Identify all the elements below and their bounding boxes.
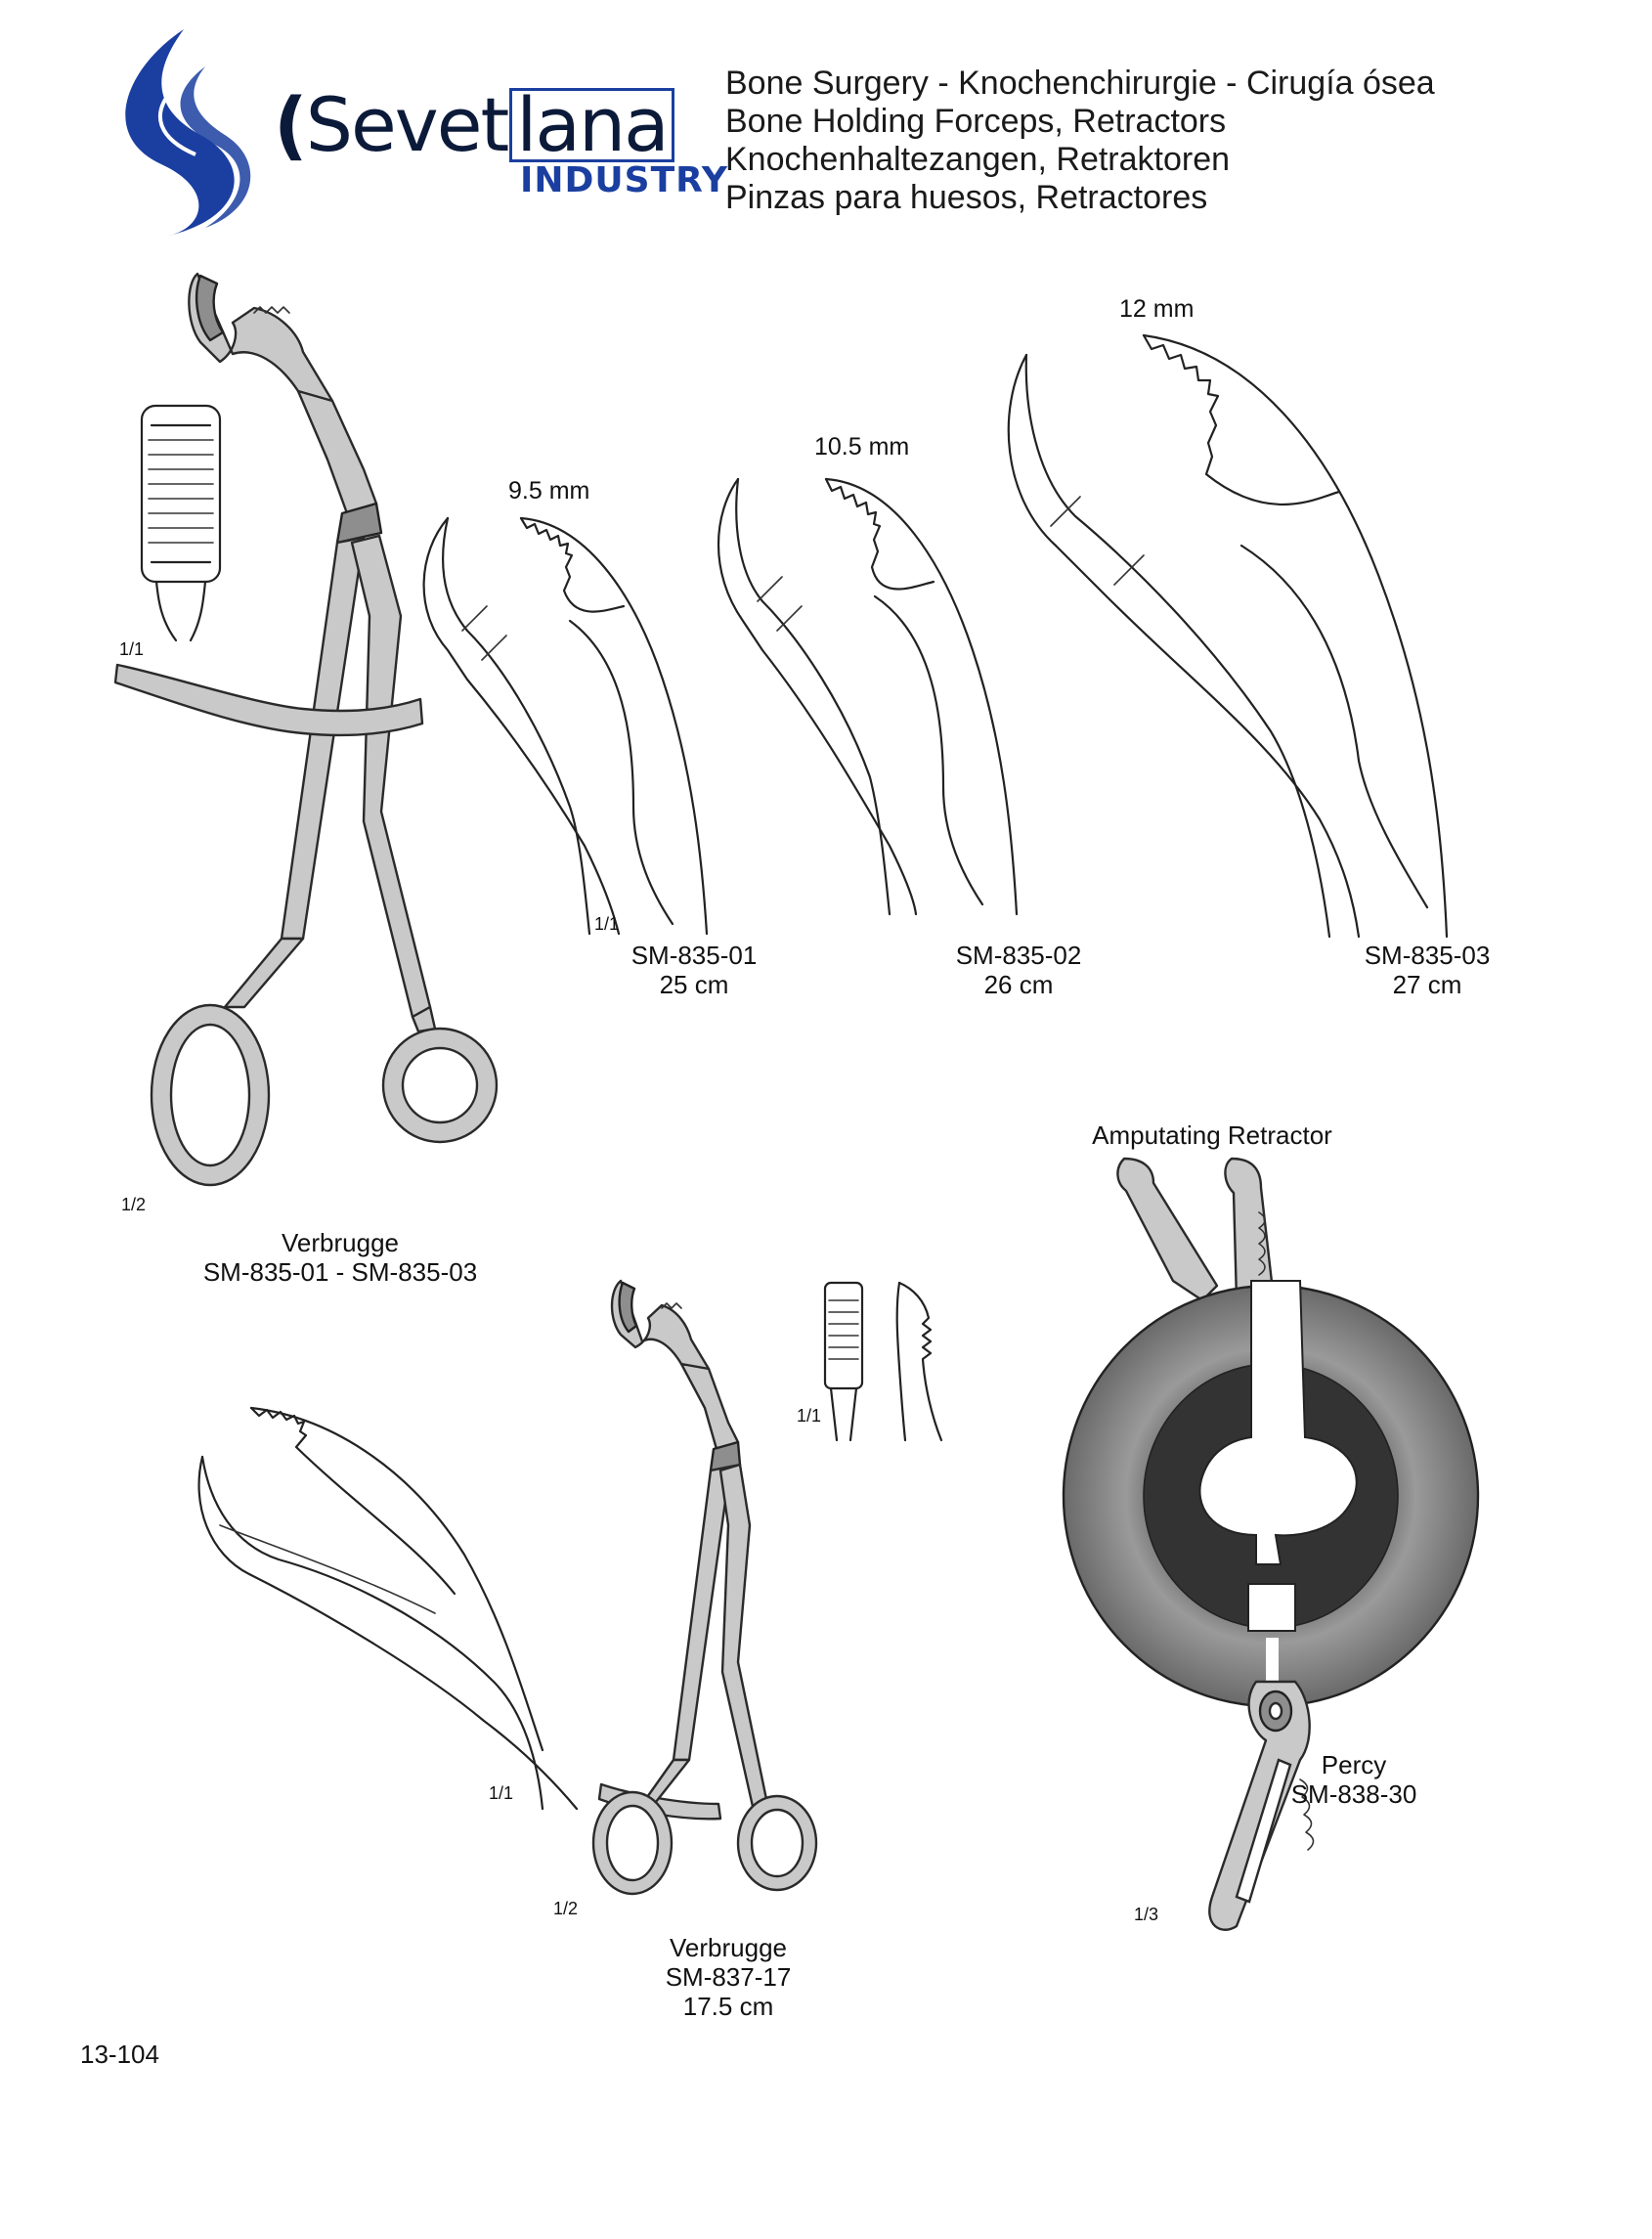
caption-verbrugge-large-name: Verbrugge [282, 1228, 399, 1257]
caption-jaw-2-length: 26 cm [983, 970, 1054, 999]
logo-bracket-icon: ( [274, 81, 308, 168]
verbrugge-tip-detail-image [140, 404, 222, 642]
jaw-2-dim: 10.5 mm [814, 433, 910, 461]
scale-jaws: 1/1 [594, 914, 620, 934]
jaw-outline-1-image [422, 516, 709, 936]
caption-verbrugge-small: Verbrugge SM-837-17 17.5 cm [635, 1933, 821, 2021]
logo-swoosh-icon [125, 29, 251, 236]
caption-percy-code: SM-838-30 [1290, 1779, 1417, 1809]
percy-retractor-image [1062, 1157, 1480, 1931]
scale-small-tip: 1/1 [797, 1406, 822, 1426]
verbrugge-small-tip-detail-image [823, 1281, 943, 1442]
verbrugge-small-forceps-image [591, 1279, 818, 1896]
caption-jaw-3-length: 27 cm [1392, 970, 1462, 999]
caption-verbrugge-small-length: 17.5 cm [682, 1992, 774, 2021]
caption-jaw-1: SM-835-01 25 cm [606, 941, 782, 999]
logo-name-part2: lana [509, 88, 674, 162]
header-block: Bone Surgery - Knochenchirurgie - Cirugí… [725, 65, 1435, 217]
logo-sub: INDUSTRY [520, 160, 728, 200]
caption-jaw-1-length: 25 cm [659, 970, 729, 999]
caption-verbrugge-small-name: Verbrugge [670, 1933, 787, 1962]
verbrugge-large-forceps-image [113, 272, 499, 1187]
verbrugge-small-outline-image [197, 1406, 579, 1811]
jaw-outline-3-image [1007, 333, 1449, 939]
caption-jaw-2: SM-835-02 26 cm [931, 941, 1107, 999]
header-line-2: Bone Holding Forceps, Retractors [725, 103, 1227, 140]
caption-percy: Percy SM-838-30 [1271, 1750, 1437, 1809]
caption-jaw-3-code: SM-835-03 [1364, 941, 1491, 970]
caption-verbrugge-large-codes: SM-835-01 - SM-835-03 [202, 1257, 478, 1287]
retractor-title: Amputating Retractor [1092, 1120, 1332, 1150]
jaw-outline-2-image [717, 477, 1019, 916]
scale-small-forceps: 1/2 [553, 1899, 579, 1918]
scale-main-tip: 1/1 [119, 639, 145, 659]
jaw-3-dim: 12 mm [1119, 295, 1195, 323]
logo-name-part1: Sevet [305, 81, 510, 168]
page-number: 13-104 [80, 2040, 159, 2069]
caption-verbrugge-large: Verbrugge SM-835-01 - SM-835-03 [179, 1228, 501, 1287]
scale-main-forceps: 1/2 [121, 1195, 147, 1214]
caption-jaw-2-code: SM-835-02 [955, 941, 1082, 970]
header-line-1: Bone Surgery - Knochenchirurgie - Cirugí… [725, 65, 1435, 102]
header-line-4: Pinzas para huesos, Retractores [725, 179, 1208, 216]
jaw-1-dim: 9.5 mm [508, 477, 590, 505]
scale-retractor: 1/3 [1134, 1905, 1159, 1924]
caption-percy-name: Percy [1321, 1750, 1387, 1779]
caption-jaw-3: SM-835-03 27 cm [1339, 941, 1515, 999]
header-line-3: Knochenhaltezangen, Retraktoren [725, 141, 1231, 178]
caption-verbrugge-small-code: SM-837-17 [665, 1962, 792, 1992]
caption-jaw-1-code: SM-835-01 [630, 941, 758, 970]
scale-small-outline: 1/1 [489, 1783, 514, 1803]
